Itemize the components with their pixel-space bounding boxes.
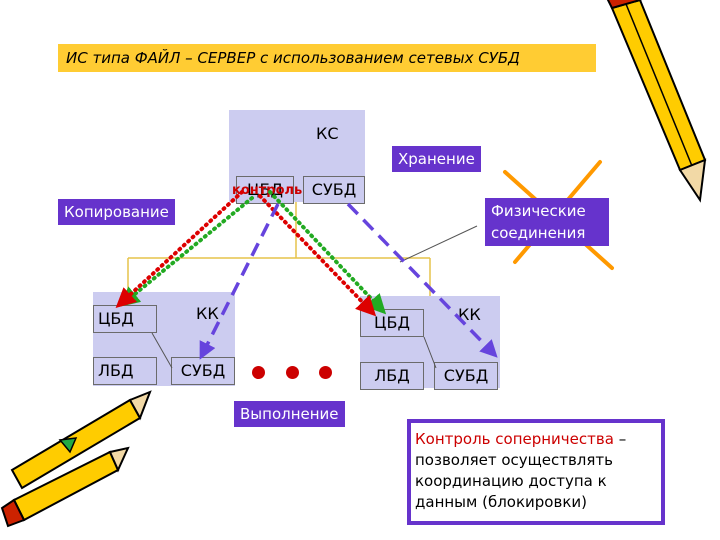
page-title: ИС типа ФАЙЛ – СЕРВЕР с использованием с… xyxy=(58,44,596,72)
server-label: КС xyxy=(316,124,339,143)
note-highlight: Контроль соперничества xyxy=(415,430,614,448)
physical-label: Физические соединения xyxy=(485,198,609,246)
pencil-bottom-left-icon xyxy=(0,390,152,528)
control-arrow-right xyxy=(258,194,377,317)
server-subd-box: СУБД xyxy=(303,176,365,204)
client-left-lbd-box: ЛБД xyxy=(93,357,157,385)
execution-label: Выполнение xyxy=(234,401,345,427)
ellipsis-dot-3 xyxy=(319,366,332,379)
client-left-subd-box: СУБД xyxy=(171,357,235,385)
note-text: – позволяет осуществлять координацию дос… xyxy=(415,430,627,511)
copy-label: Копирование xyxy=(58,199,175,225)
ellipsis-dot-2 xyxy=(286,366,299,379)
client-left-label: КК xyxy=(196,304,219,323)
client-right-subd-box: СУБД xyxy=(434,362,498,390)
client-right-label: КК xyxy=(458,305,481,324)
contention-note: Контроль соперничества – позволяет осуще… xyxy=(407,419,665,525)
pencil-top-right-icon xyxy=(606,0,707,203)
storage-label: Хранение xyxy=(392,146,481,172)
execution-arrow-left xyxy=(199,203,280,360)
control-arrow-left xyxy=(115,190,244,309)
execution-arrow-right xyxy=(346,202,498,358)
control-label: контроль xyxy=(232,183,303,198)
ellipsis-dot-1 xyxy=(252,366,265,379)
copy-arrow-left xyxy=(119,196,254,307)
copy-arrow-right xyxy=(268,190,387,315)
client-left-cbd-box: ЦБД xyxy=(93,305,157,333)
client-right-lbd-box: ЛБД xyxy=(360,362,424,390)
